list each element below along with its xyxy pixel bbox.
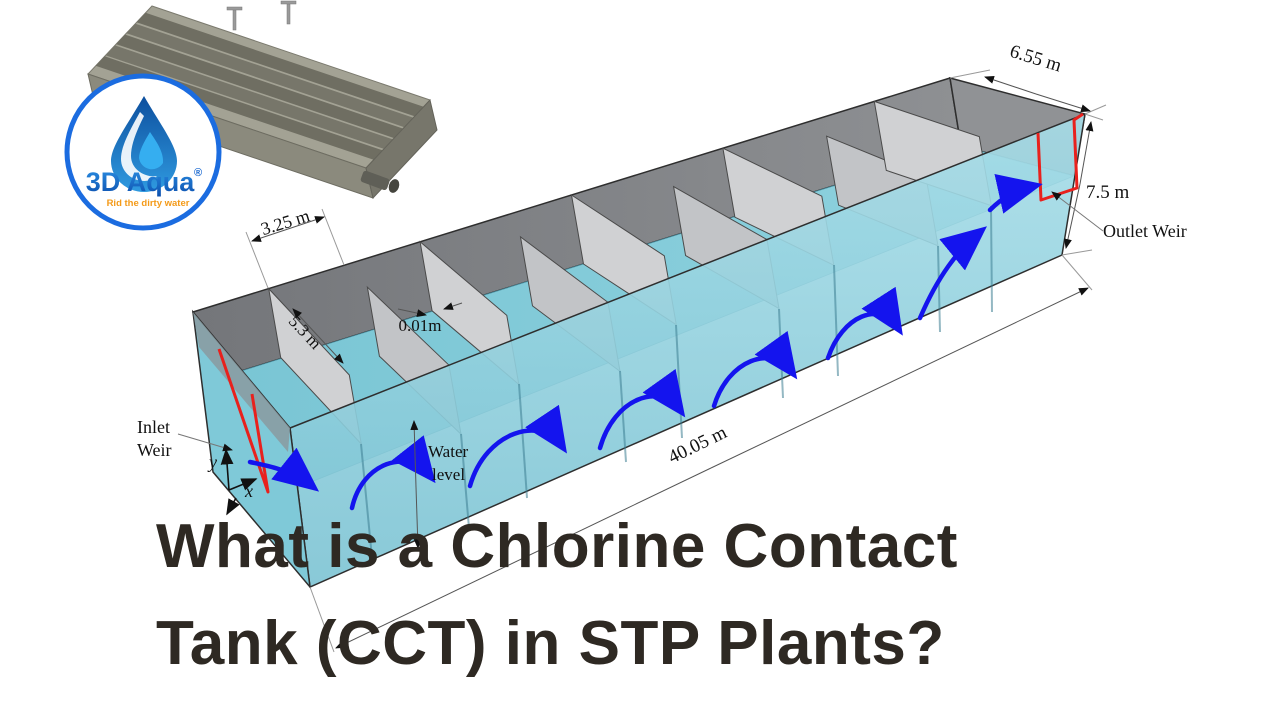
plant-3d-render [87,0,438,200]
brand-tagline: Rid the dirty water [107,198,190,209]
page-title-line2: Tank (CCT) in STP Plants? [156,609,945,678]
registered-mark: ® [194,167,202,179]
outlet-pipe [360,170,400,193]
inlet-weir-shape [217,348,270,494]
axis-y-label: y [207,452,217,472]
page-title: What is a Chlorine Contact Tank (CCT) in… [156,498,1256,692]
flow-arrows [247,174,1043,511]
tank-diagram: 6.55 m 7.5 m 3.25 m 5.3 m 0.01m 40.05 m … [137,41,1187,653]
page-title-line1: What is a Chlorine Contact [156,512,958,581]
inlet-end-gray-band [193,312,290,452]
brand-logo: 3D Aqua ® Rid the dirty water [64,73,222,231]
sampler-posts [226,0,297,31]
dim-width-label: 6.55 m [1007,41,1064,77]
dimension-lines [177,69,1107,653]
dim-baffle-thickness-label: 0.01m [399,316,442,335]
water-drop-icon [111,96,177,192]
inlet-weir-label-line2: Weir [137,440,172,460]
water-level-label-line1: Water [428,442,468,461]
brand-name: 3D Aqua [86,167,195,197]
water-level-label-line2: level [432,465,465,484]
axis-x-label: x [244,481,253,501]
dim-height-label: 7.5 m [1086,182,1130,203]
dim-baffle-spacing-label: 3.25 m [258,205,312,239]
dim-length-label: 40.05 m [665,422,730,468]
inlet-weir-label-line1: Inlet [137,417,170,437]
outlet-weir-label: Outlet Weir [1103,221,1187,241]
